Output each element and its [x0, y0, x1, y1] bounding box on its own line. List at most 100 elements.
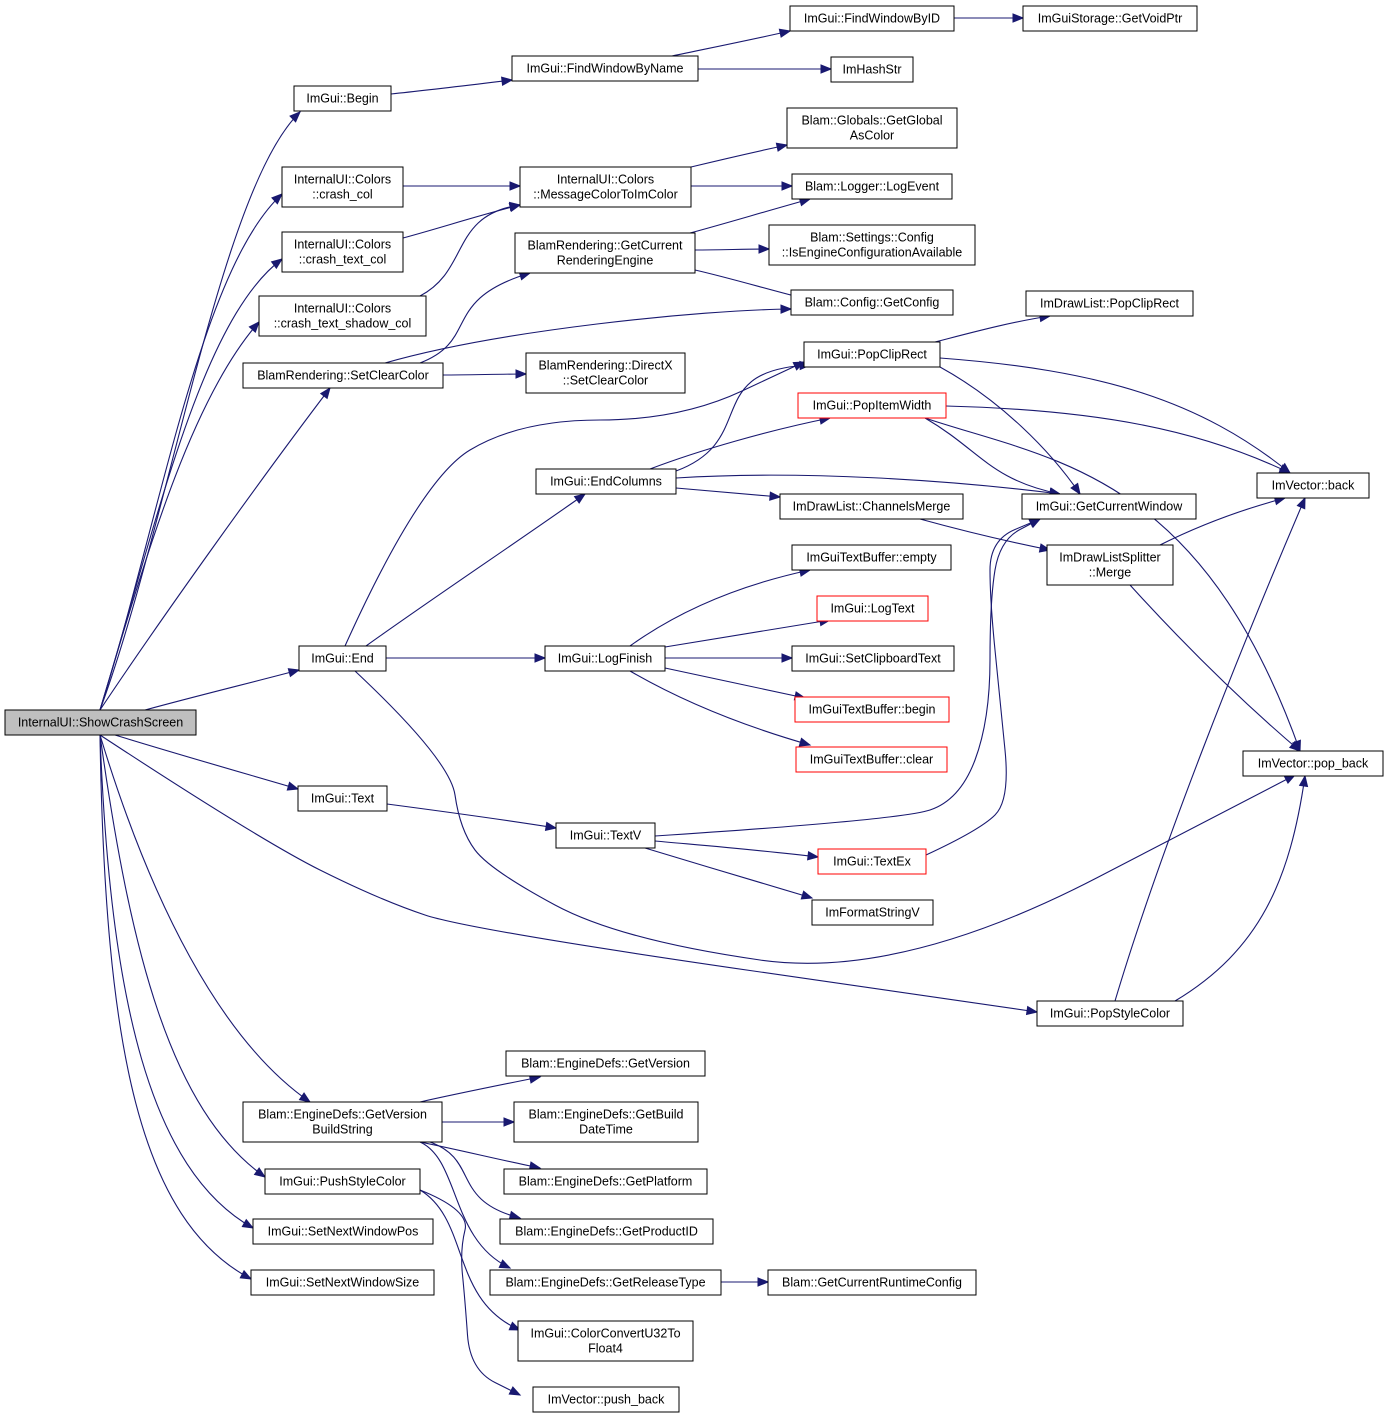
node-isengineconfig[interactable]: Blam::Settings::Config::IsEngineConfigur…: [768, 224, 976, 266]
arrowhead-splittermerge-to-vecpopback: [1288, 740, 1302, 752]
arrowhead-msgcolor-to-getglobalascolor: [775, 142, 789, 152]
node-splittermerge[interactable]: ImDrawListSplitter::Merge: [1046, 544, 1174, 586]
node-box: [264, 1168, 421, 1195]
node-dlpopcliprect[interactable]: ImDrawList::PopClipRect: [1025, 290, 1194, 317]
node-box: [252, 1218, 434, 1245]
node-getplatform[interactable]: Blam::EngineDefs::GetPlatform: [503, 1168, 708, 1195]
arrowhead-logfinish-to-setclipboard: [781, 653, 794, 663]
node-setnextwindowsize[interactable]: ImGui::SetNextWindowSize: [250, 1269, 435, 1296]
node-setclipboard[interactable]: ImGui::SetClipboardText: [791, 645, 955, 672]
node-findwinbyname[interactable]: ImGui::FindWindowByName: [511, 55, 699, 82]
arrowhead-end-to-endcolumns: [573, 493, 587, 504]
node-label: Blam::EngineDefs::GetBuild: [529, 1108, 684, 1122]
node-box: [514, 232, 696, 274]
edge-popstylecolor-to-vecpopback: [1174, 775, 1306, 1002]
node-logfinish[interactable]: ImGui::LogFinish: [544, 645, 666, 672]
node-label: ImGuiStorage::GetVoidPtr: [1038, 12, 1183, 26]
edge-setclearcolor-to-getconfig: [384, 308, 792, 364]
node-label: ImFormatStringV: [825, 906, 920, 920]
edge-logfinish-to-logtext: [664, 619, 831, 648]
node-box: [517, 1320, 694, 1362]
edge-endcolumns-to-popcliprect: [675, 364, 811, 472]
node-box: [293, 85, 392, 112]
edge-setclearcolor-to-getcurrentrendering: [419, 272, 531, 364]
edge-getversionbuild-to-getreleasetype: [419, 1141, 511, 1269]
node-label: ImDrawListSplitter: [1059, 551, 1160, 565]
node-logtext[interactable]: ImGui::LogText: [816, 595, 929, 622]
node-box: [786, 107, 958, 149]
arrowhead-root-to-begin: [289, 111, 301, 123]
node-label: Blam::GetCurrentRuntimeConfig: [782, 1276, 962, 1290]
node-getreleasetype[interactable]: Blam::EngineDefs::GetReleaseType: [489, 1269, 722, 1296]
edge-pushstylecolor-to-vecpushback: [419, 1189, 521, 1396]
node-label: InternalUI::Colors: [294, 302, 391, 316]
node-tbclear[interactable]: ImGuiTextBuffer::clear: [795, 746, 948, 773]
edge-end-to-endcolumns: [365, 493, 586, 647]
node-getconfig[interactable]: Blam::Config::GetConfig: [790, 289, 954, 316]
node-box: [298, 645, 387, 672]
node-begin[interactable]: ImGui::Begin: [293, 85, 392, 112]
arrowhead-getversionbuild-to-getproductid: [508, 1210, 522, 1220]
node-label: Blam::EngineDefs::GetReleaseType: [505, 1276, 705, 1290]
arrowhead-logfinish-to-tbclear: [798, 737, 812, 747]
node-popcliprect[interactable]: ImGui::PopClipRect: [803, 341, 941, 368]
node-label: BlamRendering::GetCurrent: [528, 239, 683, 253]
node-dxsetclearcolor[interactable]: BlamRendering::DirectX::SetClearColor: [525, 352, 686, 394]
node-pushstylecolor[interactable]: ImGui::PushStyleColor: [264, 1168, 421, 1195]
node-textv[interactable]: ImGui::TextV: [555, 822, 656, 849]
node-box: [790, 289, 954, 316]
node-crashcol[interactable]: InternalUI::Colors::crash_col: [281, 166, 404, 208]
node-channelsmerge[interactable]: ImDrawList::ChannelsMerge: [779, 493, 964, 520]
node-findwinbyid[interactable]: ImGui::FindWindowByID: [789, 5, 955, 32]
node-textex[interactable]: ImGui::TextEx: [817, 848, 927, 875]
node-label: BlamRendering::DirectX: [538, 359, 673, 373]
edge-getcurrentrendering-to-isengineconfig: [694, 248, 770, 251]
node-box: [525, 352, 686, 394]
node-popstylecolor[interactable]: ImGui::PopStyleColor: [1036, 1000, 1184, 1027]
node-vecpushback[interactable]: ImVector::push_back: [532, 1386, 680, 1413]
arrowhead-endcolumns-to-channelsmerge: [769, 491, 782, 501]
arrowhead-root-to-text: [286, 781, 300, 791]
arrowhead-root-to-end: [287, 668, 301, 678]
node-popitemwidth[interactable]: ImGui::PopItemWidth: [797, 392, 947, 419]
edge-root-to-getversionbuild: [99, 734, 311, 1103]
node-imhashstr[interactable]: ImHashStr: [830, 56, 914, 83]
node-tbempty[interactable]: ImGuiTextBuffer::empty: [791, 544, 952, 571]
node-msgcolor[interactable]: InternalUI::Colors::MessageColorToImColo…: [519, 166, 692, 208]
node-formatstringv[interactable]: ImFormatStringV: [811, 899, 934, 926]
node-getcurrentruntime[interactable]: Blam::GetCurrentRuntimeConfig: [767, 1269, 977, 1296]
node-setclearcolor[interactable]: BlamRendering::SetClearColor: [242, 362, 444, 389]
node-setnextwindowpos[interactable]: ImGui::SetNextWindowPos: [252, 1218, 434, 1245]
edge-root-to-pushstylecolor: [99, 734, 266, 1178]
node-root[interactable]: InternalUI::ShowCrashScreen: [4, 709, 197, 736]
node-getcurrentwindow[interactable]: ImGui::GetCurrentWindow: [1021, 493, 1197, 520]
node-getproductid[interactable]: Blam::EngineDefs::GetProductID: [499, 1218, 714, 1245]
node-getvoidptr[interactable]: ImGuiStorage::GetVoidPtr: [1022, 5, 1198, 32]
node-crashtextshadow[interactable]: InternalUI::Colors::crash_text_shadow_co…: [258, 295, 427, 337]
node-getversion[interactable]: Blam::EngineDefs::GetVersion: [505, 1050, 706, 1077]
node-label: ::Merge: [1089, 566, 1131, 580]
node-label: ImVector::push_back: [548, 1393, 665, 1407]
node-endcolumns[interactable]: ImGui::EndColumns: [535, 468, 677, 495]
node-label: Blam::EngineDefs::GetProductID: [515, 1225, 698, 1239]
node-vecback[interactable]: ImVector::back: [1256, 472, 1370, 499]
node-label: ImGui::PopClipRect: [817, 348, 927, 362]
edge-msgcolor-to-getglobalascolor: [690, 144, 788, 168]
node-text[interactable]: ImGui::Text: [297, 785, 388, 812]
node-label: Blam::Globals::GetGlobal: [801, 114, 942, 128]
node-crashtextcol[interactable]: InternalUI::Colors::crash_text_col: [281, 231, 404, 273]
arrowhead-getcurrentrendering-to-isengineconfig: [758, 244, 771, 254]
node-box: [791, 544, 952, 571]
node-box: [505, 1050, 706, 1077]
node-end[interactable]: ImGui::End: [298, 645, 387, 672]
node-label: InternalUI::Colors: [294, 173, 391, 187]
edge-root-to-setnextwindowpos: [99, 734, 254, 1229]
node-logevent[interactable]: Blam::Logger::LogEvent: [791, 173, 953, 200]
node-tbbegin[interactable]: ImGuiTextBuffer::begin: [794, 696, 950, 723]
node-vecpopback[interactable]: ImVector::pop_back: [1242, 750, 1384, 777]
